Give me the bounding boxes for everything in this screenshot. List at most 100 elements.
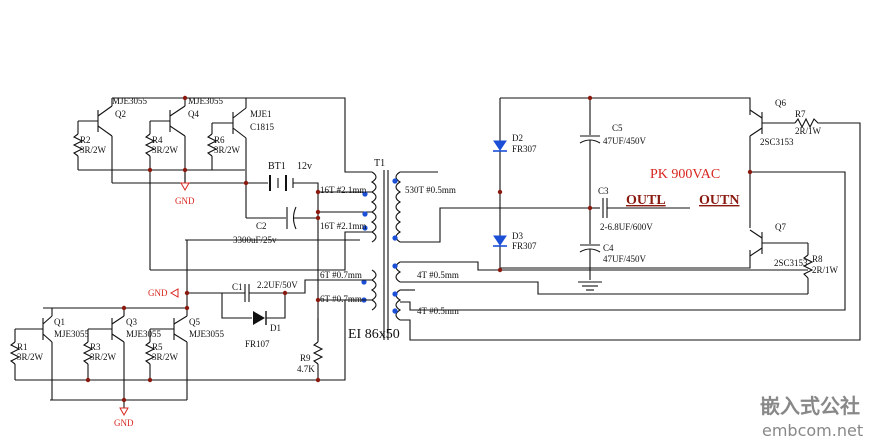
label-d3: D3	[512, 231, 523, 241]
label-winding-16t-a: 16T #2.1mm	[320, 185, 366, 195]
q1-transistor	[15, 308, 53, 400]
label-r2: R2	[80, 135, 91, 145]
label-outl: OUTL	[626, 193, 666, 208]
label-d2: D2	[512, 133, 523, 143]
label-winding-4t-b: 4T #0.5mm	[417, 306, 459, 316]
label-bt1-value: 12v	[297, 161, 312, 172]
label-r1-value: 3R/2W	[17, 352, 44, 362]
label-t1: T1	[374, 158, 385, 169]
label-bt1: BT1	[268, 161, 286, 172]
label-pk-voltage: PK 900VAC	[650, 167, 720, 182]
label-c2: C2	[256, 221, 267, 231]
r3-resistor	[82, 329, 94, 380]
label-r5: R5	[152, 342, 163, 352]
gnd-symbol-bottom	[119, 407, 129, 417]
r5-resistor	[144, 329, 156, 380]
label-r6-value: 3R/2W	[214, 145, 241, 155]
label-d3-type: FR307	[512, 241, 537, 251]
label-winding-6t-b: 6T #0.7mm	[320, 294, 362, 304]
label-c1: C1	[232, 282, 243, 292]
label-winding-16t-b: 16T #2.1mm	[320, 221, 366, 231]
label-q1-type: MJE3055	[54, 329, 90, 339]
label-gnd-top: GND	[175, 196, 195, 206]
label-q6: Q6	[775, 98, 786, 108]
label-r4-value: 3R/2W	[152, 145, 179, 155]
label-c4-value: 47UF/450V	[603, 254, 647, 264]
component-labels: Q6 R7 2R/1W 2SC3153 D2 FR307 C5 47UF/450…	[17, 96, 839, 428]
label-c5: C5	[612, 123, 623, 133]
label-mje1: MJE1	[250, 109, 272, 119]
label-c1-value: 2.2UF/50V	[257, 280, 298, 290]
top-driver-group	[72, 97, 372, 340]
label-r9: R9	[300, 353, 311, 363]
q7-transistor	[749, 229, 808, 257]
label-r4: R4	[152, 135, 163, 145]
label-q7: Q7	[775, 222, 786, 232]
watermark: 嵌入式公社 embcom.net	[760, 394, 863, 440]
diode-d3	[493, 235, 507, 247]
label-c2-value: 3300uF/25v	[233, 235, 277, 245]
label-q5-type: MJE3055	[189, 329, 225, 339]
q4-transistor	[150, 98, 186, 183]
battery-bt1	[269, 175, 372, 193]
q5-transistor	[150, 240, 188, 400]
label-r7: R7	[795, 109, 806, 119]
r7-resistor	[794, 117, 820, 129]
label-c3-value: 2-6.8UF/600V	[600, 222, 653, 232]
label-q4: Q4	[188, 109, 199, 119]
label-r5-value: 3R/2W	[152, 352, 179, 362]
label-winding-4t-a: 4T #0.5mm	[417, 270, 459, 280]
label-r2-value: 3R/2W	[80, 145, 107, 155]
r6-resistor	[206, 123, 218, 170]
r1-resistor	[9, 329, 21, 380]
label-d2-type: FR307	[512, 144, 537, 154]
label-c4: C4	[603, 243, 614, 253]
label-gnd-bottom: GND	[114, 418, 134, 428]
transformer-t1	[361, 122, 861, 341]
mje1-transistor	[212, 98, 247, 218]
capacitor-c2	[246, 192, 372, 340]
label-outn: OUTN	[699, 193, 739, 208]
r8-resistor	[802, 243, 814, 294]
label-r8-value: 2R/1W	[812, 265, 839, 275]
label-r1: R1	[17, 342, 28, 352]
label-q5: Q5	[189, 317, 200, 327]
label-winding-6t-a: 6T #0.7mm	[320, 270, 362, 280]
label-q6-type: 2SC3153	[760, 137, 794, 147]
label-q7-type: 2SC3153	[774, 258, 808, 268]
label-core: EI 86x50	[348, 327, 400, 342]
q2-transistor	[78, 98, 113, 183]
label-c3: C3	[598, 186, 609, 196]
bottom-driver-group	[9, 240, 372, 417]
label-r3-value: 3R/2W	[90, 352, 117, 362]
label-r8: R8	[812, 254, 823, 264]
label-d1: D1	[270, 323, 281, 333]
label-q3: Q3	[126, 317, 137, 327]
hv-section	[493, 95, 820, 294]
junction-dots	[85, 95, 321, 403]
label-q2-type: MJE3055	[112, 96, 148, 106]
q3-transistor	[88, 308, 125, 408]
label-r3: R3	[90, 342, 101, 352]
label-q4-type: MJE3055	[188, 96, 224, 106]
gnd-symbol-top	[180, 170, 190, 192]
gnd-symbol-mid	[169, 288, 179, 298]
label-d1-type: FR107	[245, 339, 270, 349]
label-c1815: C1815	[250, 122, 275, 132]
r2-resistor	[72, 121, 84, 170]
q6-transistor	[749, 109, 795, 228]
label-q3-type: MJE3055	[126, 329, 162, 339]
label-q2: Q2	[115, 109, 126, 119]
capacitor-c5	[579, 98, 601, 208]
label-q1: Q1	[54, 317, 65, 327]
label-r9-value: 4.7K	[297, 364, 315, 374]
label-gnd-mid: GND	[148, 288, 168, 298]
label-r7-value: 2R/1W	[795, 126, 822, 136]
label-r6: R6	[214, 135, 225, 145]
capacitor-c4	[579, 208, 601, 280]
watermark-url: embcom.net	[762, 421, 863, 440]
ground-symbol-hv	[578, 281, 602, 291]
diode-d2	[493, 140, 507, 152]
